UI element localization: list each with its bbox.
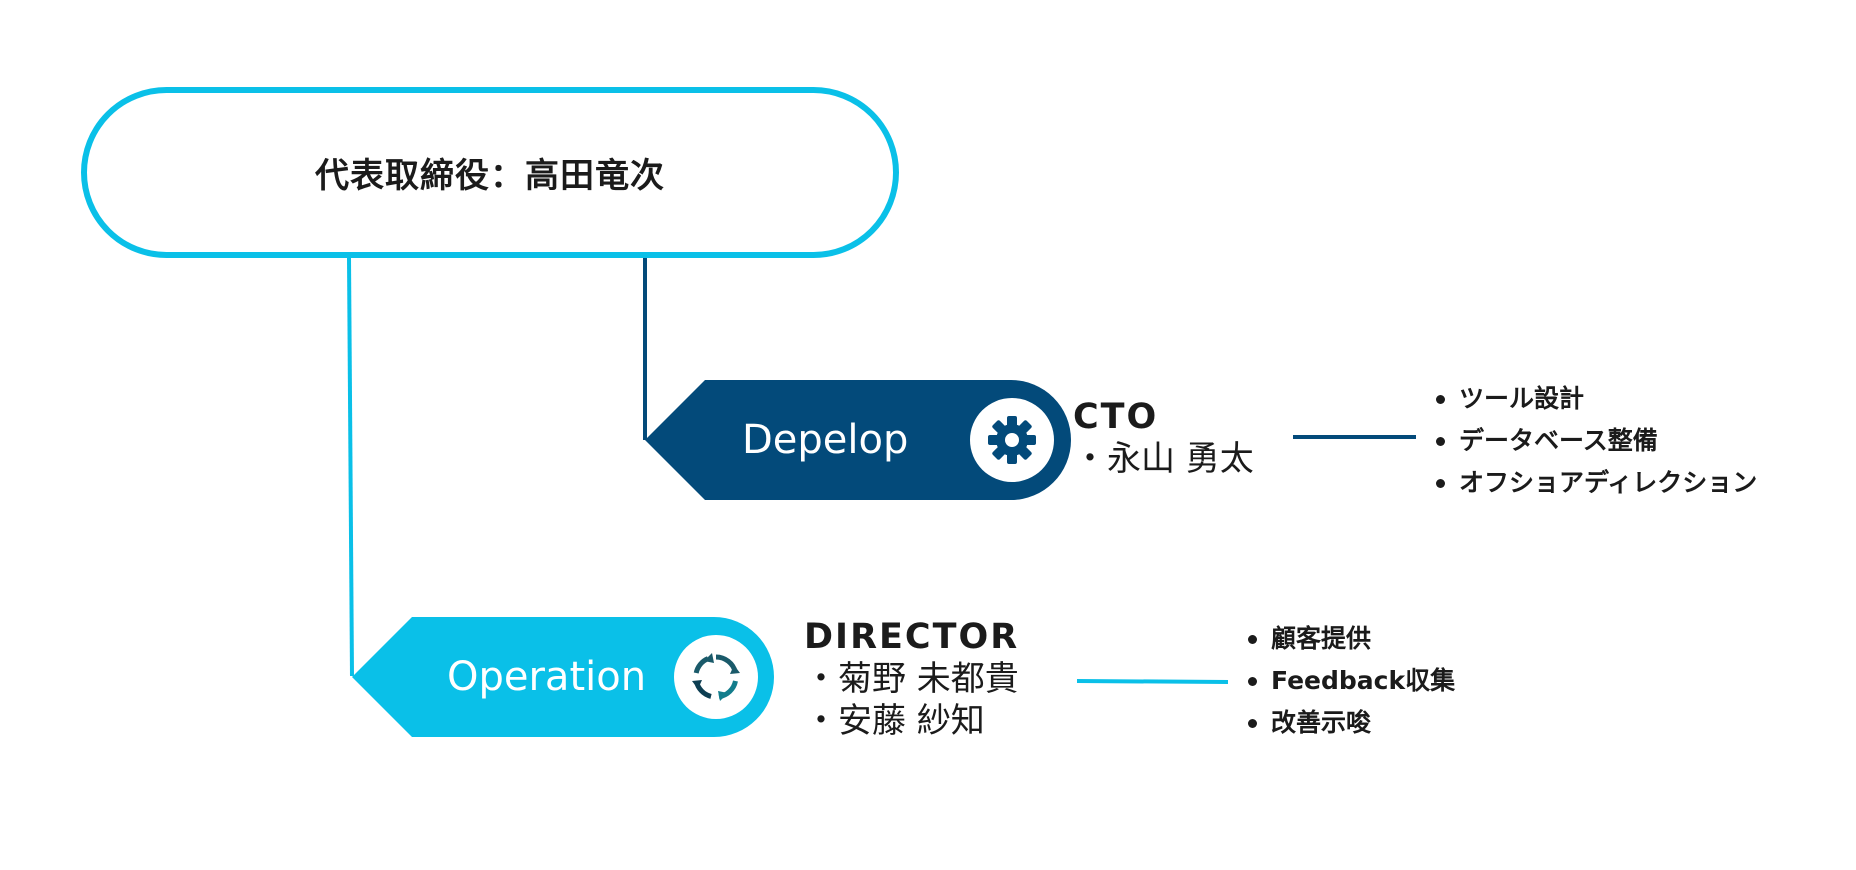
list-item: 改善示唆: [1248, 702, 1455, 744]
bullet-icon: [1436, 478, 1445, 488]
member-name: ・永山 勇太: [1073, 439, 1254, 479]
task-list-develop: ツール設計 データベース整備 オフショアディレクション: [1436, 378, 1757, 504]
tag-shape-operation: [352, 617, 774, 737]
task-label: オフショアディレクション: [1459, 468, 1758, 497]
task-label: ツール設計: [1459, 384, 1585, 413]
ceo-to-operation-line: [347, 257, 354, 677]
department-label-develop: Depelop: [742, 417, 909, 463]
role-block-cto: CTO ・永山 勇太: [1073, 396, 1254, 480]
bullet-icon: [1436, 394, 1445, 404]
department-label-operation: Operation: [447, 654, 647, 700]
role-block-director: DIRECTOR ・菊野 未都貴 ・安藤 紗知: [804, 616, 1019, 742]
department-tag-develop: Depelop: [645, 380, 1071, 500]
tag-shape-develop: [645, 380, 1071, 500]
task-label: 改善示唆: [1271, 708, 1372, 737]
icon-circle-develop: [970, 398, 1054, 482]
task-label: データベース整備: [1459, 426, 1658, 455]
list-item: ツール設計: [1436, 378, 1757, 420]
operation-to-tasks-line: [1076, 679, 1229, 684]
bullet-icon: [1248, 718, 1257, 728]
member-name: ・安藤 紗知: [804, 701, 985, 741]
list-item: データベース整備: [1436, 420, 1757, 462]
list-item: Feedback収集: [1248, 660, 1455, 702]
icon-circle-operation: [674, 635, 758, 719]
list-item: オフショアディレクション: [1436, 462, 1757, 504]
bullet-icon: [1436, 436, 1445, 446]
list-item: 顧客提供: [1248, 618, 1455, 660]
task-label: Feedback収集: [1271, 666, 1456, 695]
gear-icon: [988, 416, 1036, 464]
bullet-icon: [1248, 676, 1257, 686]
ceo-box: 代表取締役：高田竜次: [81, 87, 899, 258]
department-tag-operation: Operation: [352, 617, 774, 737]
role-title-director: DIRECTOR: [804, 617, 1020, 657]
bullet-icon: [1248, 634, 1257, 644]
task-list-operation: 顧客提供 Feedback収集 改善示唆: [1248, 618, 1455, 744]
ceo-title: 代表取締役：高田竜次: [315, 156, 665, 196]
member-name: ・菊野 未都貴: [804, 659, 1019, 699]
task-label: 顧客提供: [1271, 624, 1372, 653]
cycle-arrows-icon: [692, 653, 740, 701]
role-title-cto: CTO: [1073, 397, 1159, 437]
